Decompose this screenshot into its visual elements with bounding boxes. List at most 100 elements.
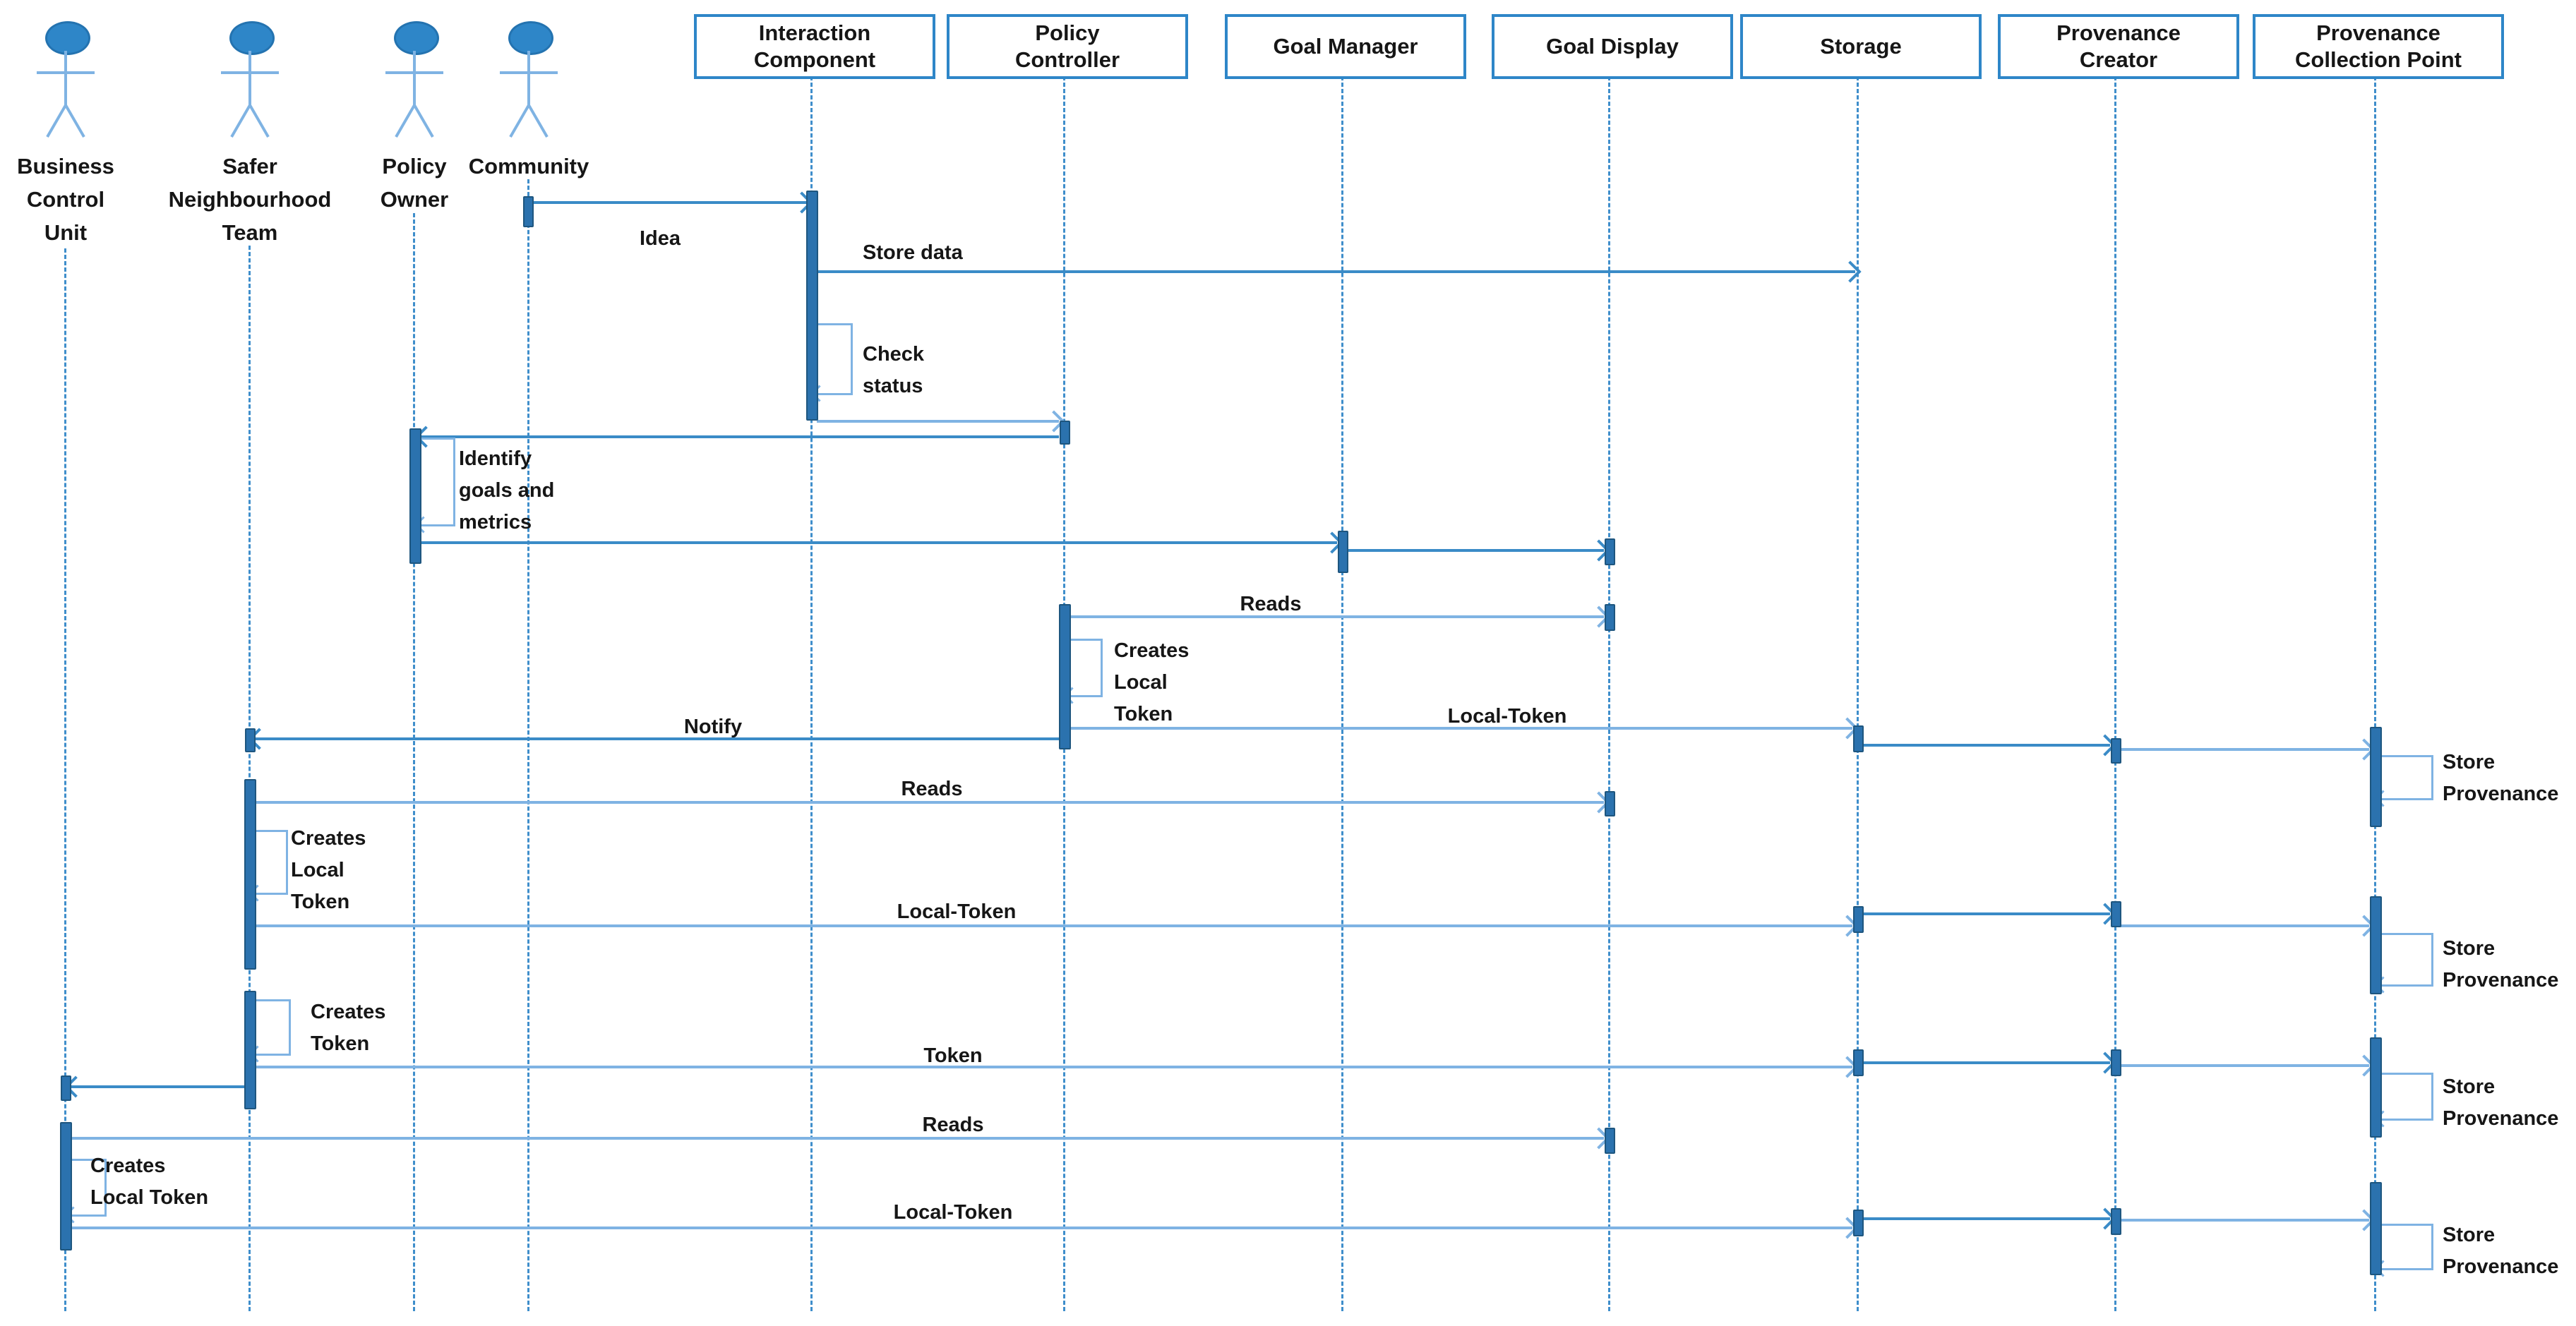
activation-community	[523, 196, 534, 227]
activation-goal-display-1	[1605, 538, 1615, 565]
actor-leg	[46, 104, 67, 138]
person-icon	[508, 21, 553, 55]
arrow-reads-pc	[1070, 605, 1610, 628]
arrow-notify	[248, 728, 1059, 750]
actor-leg	[64, 104, 85, 138]
actor-arms	[37, 71, 95, 74]
activation-bcu-receive	[61, 1075, 71, 1101]
actor-torso	[248, 51, 251, 107]
label-store-data: Store data	[863, 241, 963, 264]
activation-policy-owner	[409, 428, 421, 564]
actor-arms	[385, 71, 443, 74]
label-store-provenance-1: Store Provenance	[2443, 751, 2559, 805]
loop-creates-token	[248, 999, 291, 1063]
arrow-storage-to-pcr-2	[1863, 903, 2116, 925]
arrow-reads-bcu	[71, 1127, 1610, 1150]
activation-interaction-component	[806, 191, 818, 421]
person-icon	[229, 21, 275, 55]
actor-leg	[509, 104, 530, 138]
activation-storage-1	[1853, 725, 1864, 752]
actor-label: Community	[468, 154, 589, 179]
actor-label: Safer Neighbourhood Team	[168, 154, 332, 245]
label-local-token-snt: Local-Token	[897, 900, 1017, 923]
lifeline-storage	[1857, 76, 1859, 1311]
loop-store-provenance-3	[2374, 1073, 2433, 1128]
activation-pcp-3	[2370, 1037, 2382, 1138]
activation-policy-controller-2	[1059, 604, 1071, 749]
actor-torso	[413, 51, 416, 107]
label-notify: Notify	[683, 716, 743, 738]
arrow-ic-to-pc	[817, 410, 1065, 433]
label-creates-token: Creates Token	[311, 1001, 386, 1055]
actor-torso	[64, 51, 67, 107]
activation-snt-1	[244, 779, 256, 970]
lifeline-business-control-unit	[64, 248, 66, 1311]
activation-goal-display-4	[1605, 1128, 1615, 1154]
label-check-status: Check status	[863, 343, 925, 397]
activation-snt-notify	[245, 728, 256, 752]
arrow-pcr-to-pcp-4	[2121, 1209, 2376, 1231]
actor-label: Policy Owner	[380, 154, 449, 212]
arrow-gm-to-goal-display	[1348, 539, 1610, 562]
arrow-snt-to-bcu	[64, 1075, 245, 1098]
loop-creates-local-token-bcu	[64, 1159, 107, 1224]
lifeline-community	[527, 179, 529, 1311]
arrow-local-token-snt	[255, 915, 1859, 937]
actor-leg	[527, 104, 549, 138]
arrow-storage-to-pcr-4	[1863, 1207, 2116, 1230]
activation-snt-2	[244, 991, 256, 1109]
component-box-policy-controller: Policy Controller	[947, 14, 1188, 79]
activation-goal-display-3	[1605, 791, 1615, 816]
loop-store-provenance-1	[2374, 755, 2433, 807]
activation-pcp-1	[2370, 727, 2382, 827]
label-store-provenance-3: Store Provenance	[2443, 1075, 2559, 1130]
lifeline-interaction-component	[810, 76, 813, 1311]
arrow-local-token-pc	[1070, 717, 1859, 740]
label-creates-local-token-pc: Creates Local Token	[1114, 639, 1190, 725]
loop-identify-goals	[414, 438, 455, 534]
activation-bcu-main	[60, 1122, 72, 1250]
arrow-pcr-to-pcp-2	[2121, 915, 2376, 937]
lifeline-safer-neighbourhood-team	[248, 246, 251, 1311]
activation-storage-2	[1853, 906, 1864, 933]
activation-provenance-creator-4	[2111, 1208, 2121, 1235]
label-reads-pc: Reads	[1240, 593, 1302, 615]
activation-provenance-creator-3	[2111, 1049, 2121, 1076]
label-store-provenance-4: Store Provenance	[2443, 1224, 2559, 1278]
activation-provenance-creator-1	[2111, 738, 2121, 764]
actor-arms	[500, 71, 558, 74]
arrow-token	[255, 1056, 1859, 1078]
component-box-storage: Storage	[1740, 14, 1982, 79]
activation-pcp-2	[2370, 896, 2382, 994]
loop-creates-local-token-pc	[1063, 639, 1103, 704]
arrow-reads-snt	[255, 791, 1610, 814]
component-box-interaction-component: Interaction Component	[694, 14, 935, 79]
label-reads-snt: Reads	[901, 778, 963, 800]
loop-store-provenance-2	[2374, 933, 2433, 994]
activation-policy-controller-1	[1060, 421, 1070, 445]
arrow-pcr-to-pcp-1	[2121, 738, 2376, 761]
arrow-storage-to-pcr-3	[1863, 1051, 2116, 1074]
actor-leg	[248, 104, 270, 138]
actor-leg	[230, 104, 251, 138]
lifeline-goal-manager	[1341, 76, 1343, 1311]
arrow-idea	[533, 191, 813, 214]
label-local-token-bcu: Local-Token	[893, 1201, 1013, 1224]
label-store-provenance-2: Store Provenance	[2443, 937, 2559, 992]
lifeline-provenance-creator	[2114, 76, 2116, 1311]
person-icon	[394, 21, 439, 55]
label-reads-bcu: Reads	[922, 1114, 984, 1136]
activation-storage-3	[1853, 1049, 1864, 1076]
arrow-po-to-goal-manager	[421, 531, 1343, 554]
lifeline-provenance-collection-point	[2374, 76, 2376, 1311]
activation-pcp-4	[2370, 1182, 2382, 1275]
label-creates-local-token-snt: Creates Local Token	[291, 827, 366, 913]
arrow-pcr-to-pcp-3	[2121, 1054, 2376, 1077]
actor-label: Business Control Unit	[17, 154, 114, 245]
component-box-provenance-collection-point: Provenance Collection Point	[2253, 14, 2504, 79]
label-idea: Idea	[639, 227, 681, 250]
activation-provenance-creator-2	[2111, 901, 2121, 927]
actor-torso	[527, 51, 530, 107]
lifeline-goal-display	[1608, 76, 1610, 1311]
